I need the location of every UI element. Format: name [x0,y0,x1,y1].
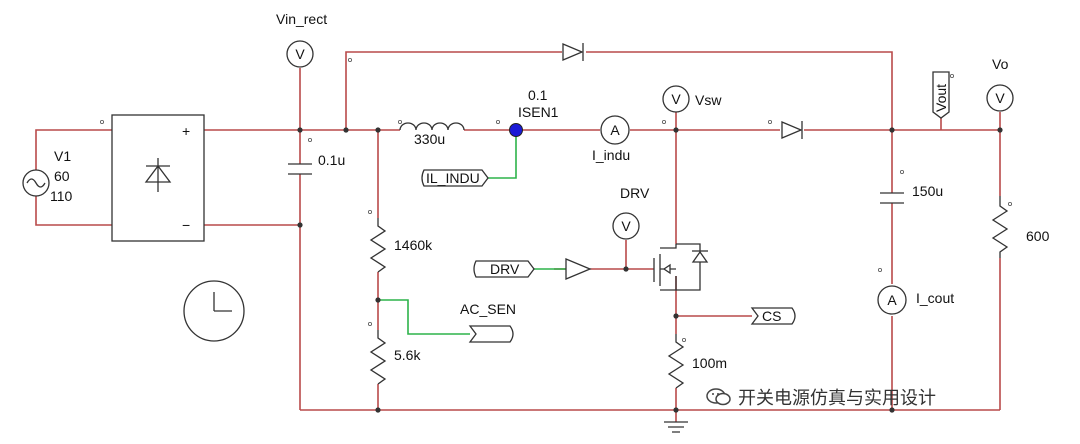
sense-resistor-label: 100m [692,355,727,371]
drv-meter-label: DRV [620,185,650,201]
divider-top-label: 1460k [394,237,433,253]
watermark-text: 开关电源仿真与实用设计 [738,388,936,409]
vout-tag-label: Vout [933,84,949,112]
i-indu-ammeter[interactable]: A [600,115,630,145]
isen-value-label: 0.1 [528,87,548,103]
bypass-diode[interactable] [562,43,584,61]
ac-sen-tag[interactable] [468,325,514,343]
watermark: 开关电源仿真与实用设计 [706,384,936,410]
wechat-icon [706,388,731,406]
gate-driver-buffer[interactable] [565,258,592,280]
boost-diode[interactable] [781,121,803,139]
control-wires [378,136,566,335]
voltmeter-symbol: V [295,46,305,62]
current-sensor-isen1[interactable] [509,123,523,137]
vo-label: Vo [992,56,1009,72]
output-capacitor[interactable] [880,192,904,204]
mosfet-switch[interactable] [653,243,709,291]
cs-tag[interactable] [750,307,796,325]
voltmeter-symbol: V [995,90,1005,106]
vsw-label: Vsw [695,92,722,108]
v1-name-label: V1 [54,148,71,164]
drv-tag[interactable] [473,260,535,278]
inductor-label: 330u [414,131,445,147]
ac-source-v1[interactable] [22,169,50,197]
cs-tag-label: CS [762,308,781,324]
sense-resistor[interactable] [667,334,685,389]
vin-rect-label: Vin_rect [276,11,327,27]
vsw-voltmeter[interactable]: V [662,85,690,113]
ammeter-symbol: A [887,292,897,308]
boost-inductor[interactable] [399,122,465,131]
bridge-rectifier[interactable] [111,114,205,242]
i-cout-ammeter[interactable]: A [877,285,907,315]
ground-icon [664,421,688,433]
pin-markers [100,58,1013,342]
ammeter-symbol: A [610,122,620,138]
load-resistor-label: 600 [1026,228,1050,244]
voltmeter-symbol: V [621,218,631,234]
input-cap-label: 0.1u [318,152,345,168]
output-cap-label: 150u [912,183,943,199]
voltmeter-symbol: V [671,91,681,107]
input-capacitor[interactable] [288,163,312,175]
load-resistor[interactable] [991,196,1009,258]
vo-voltmeter[interactable]: V [986,84,1014,112]
drv-tag-label: DRV [490,261,520,277]
divider-bottom-label: 5.6k [394,347,421,363]
vin-rect-voltmeter[interactable]: V [286,40,314,68]
il-indu-tag[interactable] [421,169,489,187]
clock-icon[interactable] [183,280,245,342]
i-cout-label: I_cout [916,290,954,306]
divider-resistor-top[interactable] [369,218,387,273]
il-indu-label: IL_INDU [426,170,480,186]
vout-tag[interactable]: Vout [932,71,950,119]
ac-sen-label: AC_SEN [460,301,516,317]
isen-name-label: ISEN1 [518,104,559,120]
bridge-plus-label: + [182,123,190,139]
drv-voltmeter[interactable]: V [612,212,640,240]
divider-resistor-bottom[interactable] [369,330,387,385]
junctions [297,127,1003,413]
i-indu-label: I_indu [592,147,630,163]
v1-amp-label: 110 [50,188,73,204]
v1-freq-label: 60 [54,168,70,184]
bridge-minus-label: − [182,217,190,233]
